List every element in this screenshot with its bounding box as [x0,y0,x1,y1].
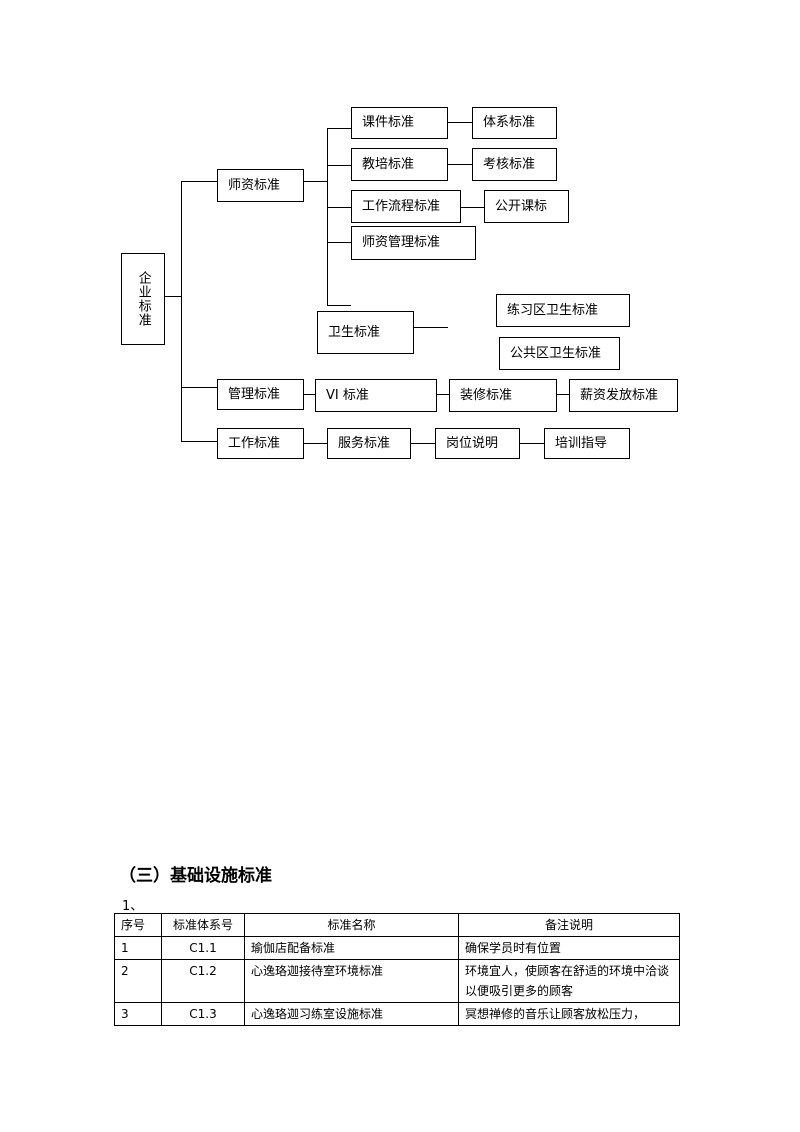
connector [165,296,182,297]
header-cell: 序号 [114,913,162,937]
node-fuwu: 服务标准 [327,428,411,459]
node-vi: VI 标准 [315,379,437,412]
section-subtitle: 1、 [122,899,144,914]
connector [327,165,351,166]
node-gongzuo: 工作标准 [217,428,304,459]
row-name: 心逸珞迦接待室环境标准 [244,959,459,1003]
connector [410,443,435,444]
connector [303,443,327,444]
node-shiziguanli: 师资管理标准 [351,226,476,260]
root-node: 企业标准 [121,253,165,345]
table-header-row: 序号 标准体系号 标准名称 备注说明 [114,913,680,937]
org-diagram: 企业标准 师资标准 课件标准 体系标准 教培标准 考核标准 工作流程标准 公开课… [0,0,800,500]
connector [460,207,484,208]
section-title: （三）基础设施标准 [119,866,272,886]
connector [448,164,472,165]
row-name: 心逸珞迦习练室设施标准 [244,1002,459,1026]
node-tixi: 体系标准 [472,107,557,139]
node-gangwei: 岗位说明 [435,428,520,459]
row-code: C1.2 [161,959,245,1003]
node-shizi: 师资标准 [217,169,304,202]
table-row: 2 C1.2 心逸珞迦接待室环境标准 环境宜人，使顾客在舒适的环境中洽谈以便吸引… [114,959,680,1003]
header-cell: 标准名称 [244,913,459,937]
standards-table: 序号 标准体系号 标准名称 备注说明 1 C1.1 瑜伽店配备标准 确保学员时有… [114,913,680,1026]
row-note: 冥想禅修的音乐让顾客放松压力， [458,1002,680,1026]
connector [557,394,569,395]
connector [327,305,351,306]
node-kejian: 课件标准 [351,107,448,139]
connector [181,181,218,182]
connector [303,181,328,182]
connector [181,181,182,442]
node-lianxiqu: 练习区卫生标准 [496,294,630,327]
node-peixun: 培训指导 [544,428,630,459]
row-note: 环境宜人，使顾客在舒适的环境中洽谈以便吸引更多的顾客 [458,959,680,1003]
node-gongzuoliucheng: 工作流程标准 [351,190,461,223]
connector [327,207,351,208]
row-code: C1.3 [161,1002,245,1026]
connector [448,122,472,123]
connector [181,387,218,388]
row-name: 瑜伽店配备标准 [244,936,459,960]
connector [181,441,218,442]
connector [437,394,449,395]
table-row: 3 C1.3 心逸珞迦习练室设施标准 冥想禅修的音乐让顾客放松压力， [114,1002,680,1026]
node-xinzi: 薪资发放标准 [569,379,678,412]
node-weisheng: 卫生标准 [317,311,414,354]
node-zhuangxiu: 装修标准 [449,379,557,412]
row-number: 3 [114,1002,162,1026]
header-cell: 标准体系号 [161,913,245,937]
node-gongkaike: 公开课标 [484,190,569,223]
row-number: 2 [114,959,162,1003]
row-note: 确保学员时有位置 [458,936,680,960]
connector [327,128,351,129]
node-jiaopei: 教培标准 [351,148,448,181]
connector [519,443,544,444]
row-number: 1 [114,936,162,960]
connector [327,242,351,243]
row-code: C1.1 [161,936,245,960]
connector [327,128,328,305]
connector [414,327,448,328]
connector [303,394,315,395]
node-gonggongqu: 公共区卫生标准 [499,337,620,370]
node-guanli: 管理标准 [217,379,304,410]
node-kaohe: 考核标准 [472,148,557,181]
header-cell: 备注说明 [458,913,680,937]
table-row: 1 C1.1 瑜伽店配备标准 确保学员时有位置 [114,936,680,960]
